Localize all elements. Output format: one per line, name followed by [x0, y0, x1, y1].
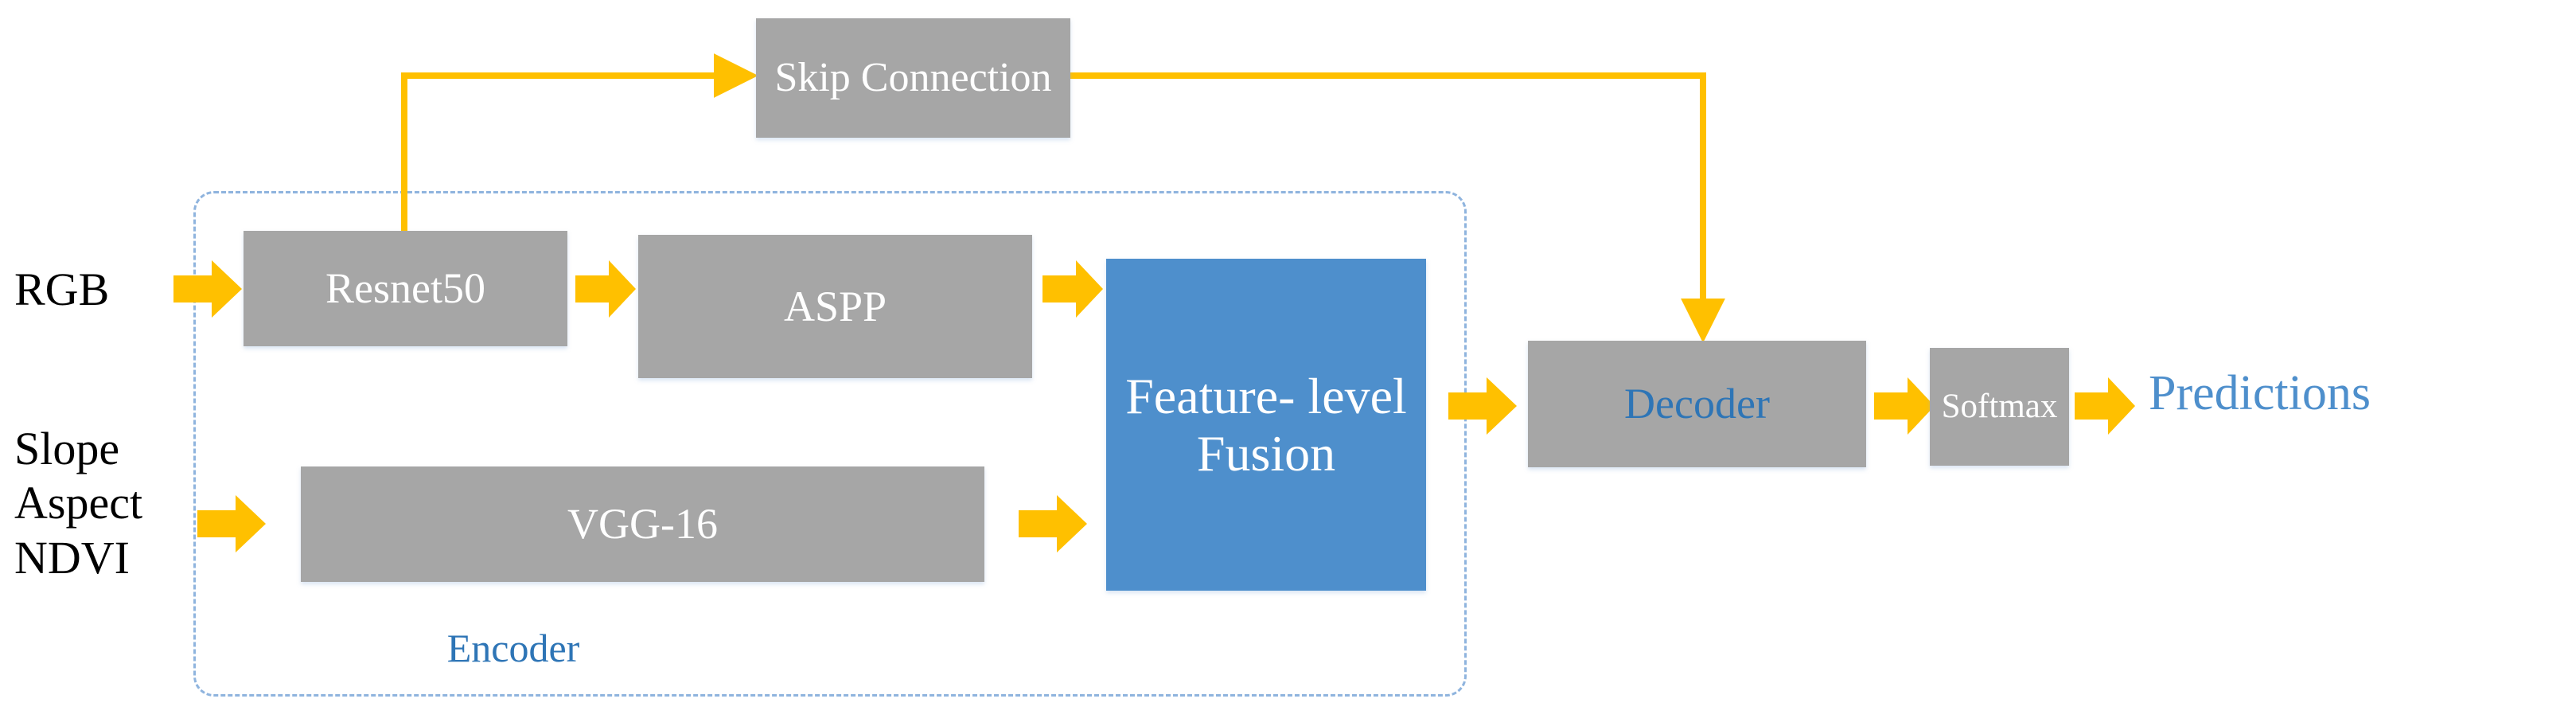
node-skip-connection-label: Skip Connection: [774, 54, 1052, 100]
arrow-feature-level-fusion-to-decoder: [1448, 376, 1517, 436]
node-feature-level-fusion[interactable]: Feature- level Fusion: [1106, 259, 1426, 591]
encoder-group-label: Encoder: [446, 626, 580, 670]
arrow-rgb-to-resnet50: [173, 259, 242, 319]
input-label-terrain: Slope Aspect NDVI: [14, 423, 143, 584]
node-decoder[interactable]: Decoder: [1528, 341, 1866, 467]
arrow-softmax-to-predictions: [2075, 376, 2135, 436]
node-skip-connection[interactable]: Skip Connection: [756, 18, 1070, 138]
node-decoder-label: Decoder: [1624, 380, 1770, 428]
node-aspp-label: ASPP: [783, 282, 887, 330]
node-softmax[interactable]: Softmax: [1930, 348, 2069, 466]
output-label-predictions: Predictions: [2149, 366, 2371, 420]
node-resnet50[interactable]: Resnet50: [244, 231, 567, 346]
node-vgg16-label: VGG-16: [567, 500, 718, 548]
input-label-rgb: RGB: [14, 263, 110, 315]
node-resnet50-label: Resnet50: [325, 264, 485, 313]
arrow-vgg16-to-feature-level-fusion: [1019, 494, 1087, 554]
encoder-group-boundary: [193, 191, 1467, 697]
arrow-resnet50-to-aspp: [575, 259, 636, 319]
arrow-terrain-to-vgg16: [197, 494, 266, 554]
node-aspp[interactable]: ASPP: [638, 235, 1032, 378]
node-vgg16[interactable]: VGG-16: [301, 466, 984, 582]
node-feature-level-fusion-label: Feature- level Fusion: [1125, 367, 1407, 482]
node-softmax-label: Softmax: [1941, 387, 2058, 425]
arrow-decoder-to-softmax: [1874, 376, 1935, 436]
arrow-aspp-to-feature-level-fusion: [1042, 259, 1103, 319]
